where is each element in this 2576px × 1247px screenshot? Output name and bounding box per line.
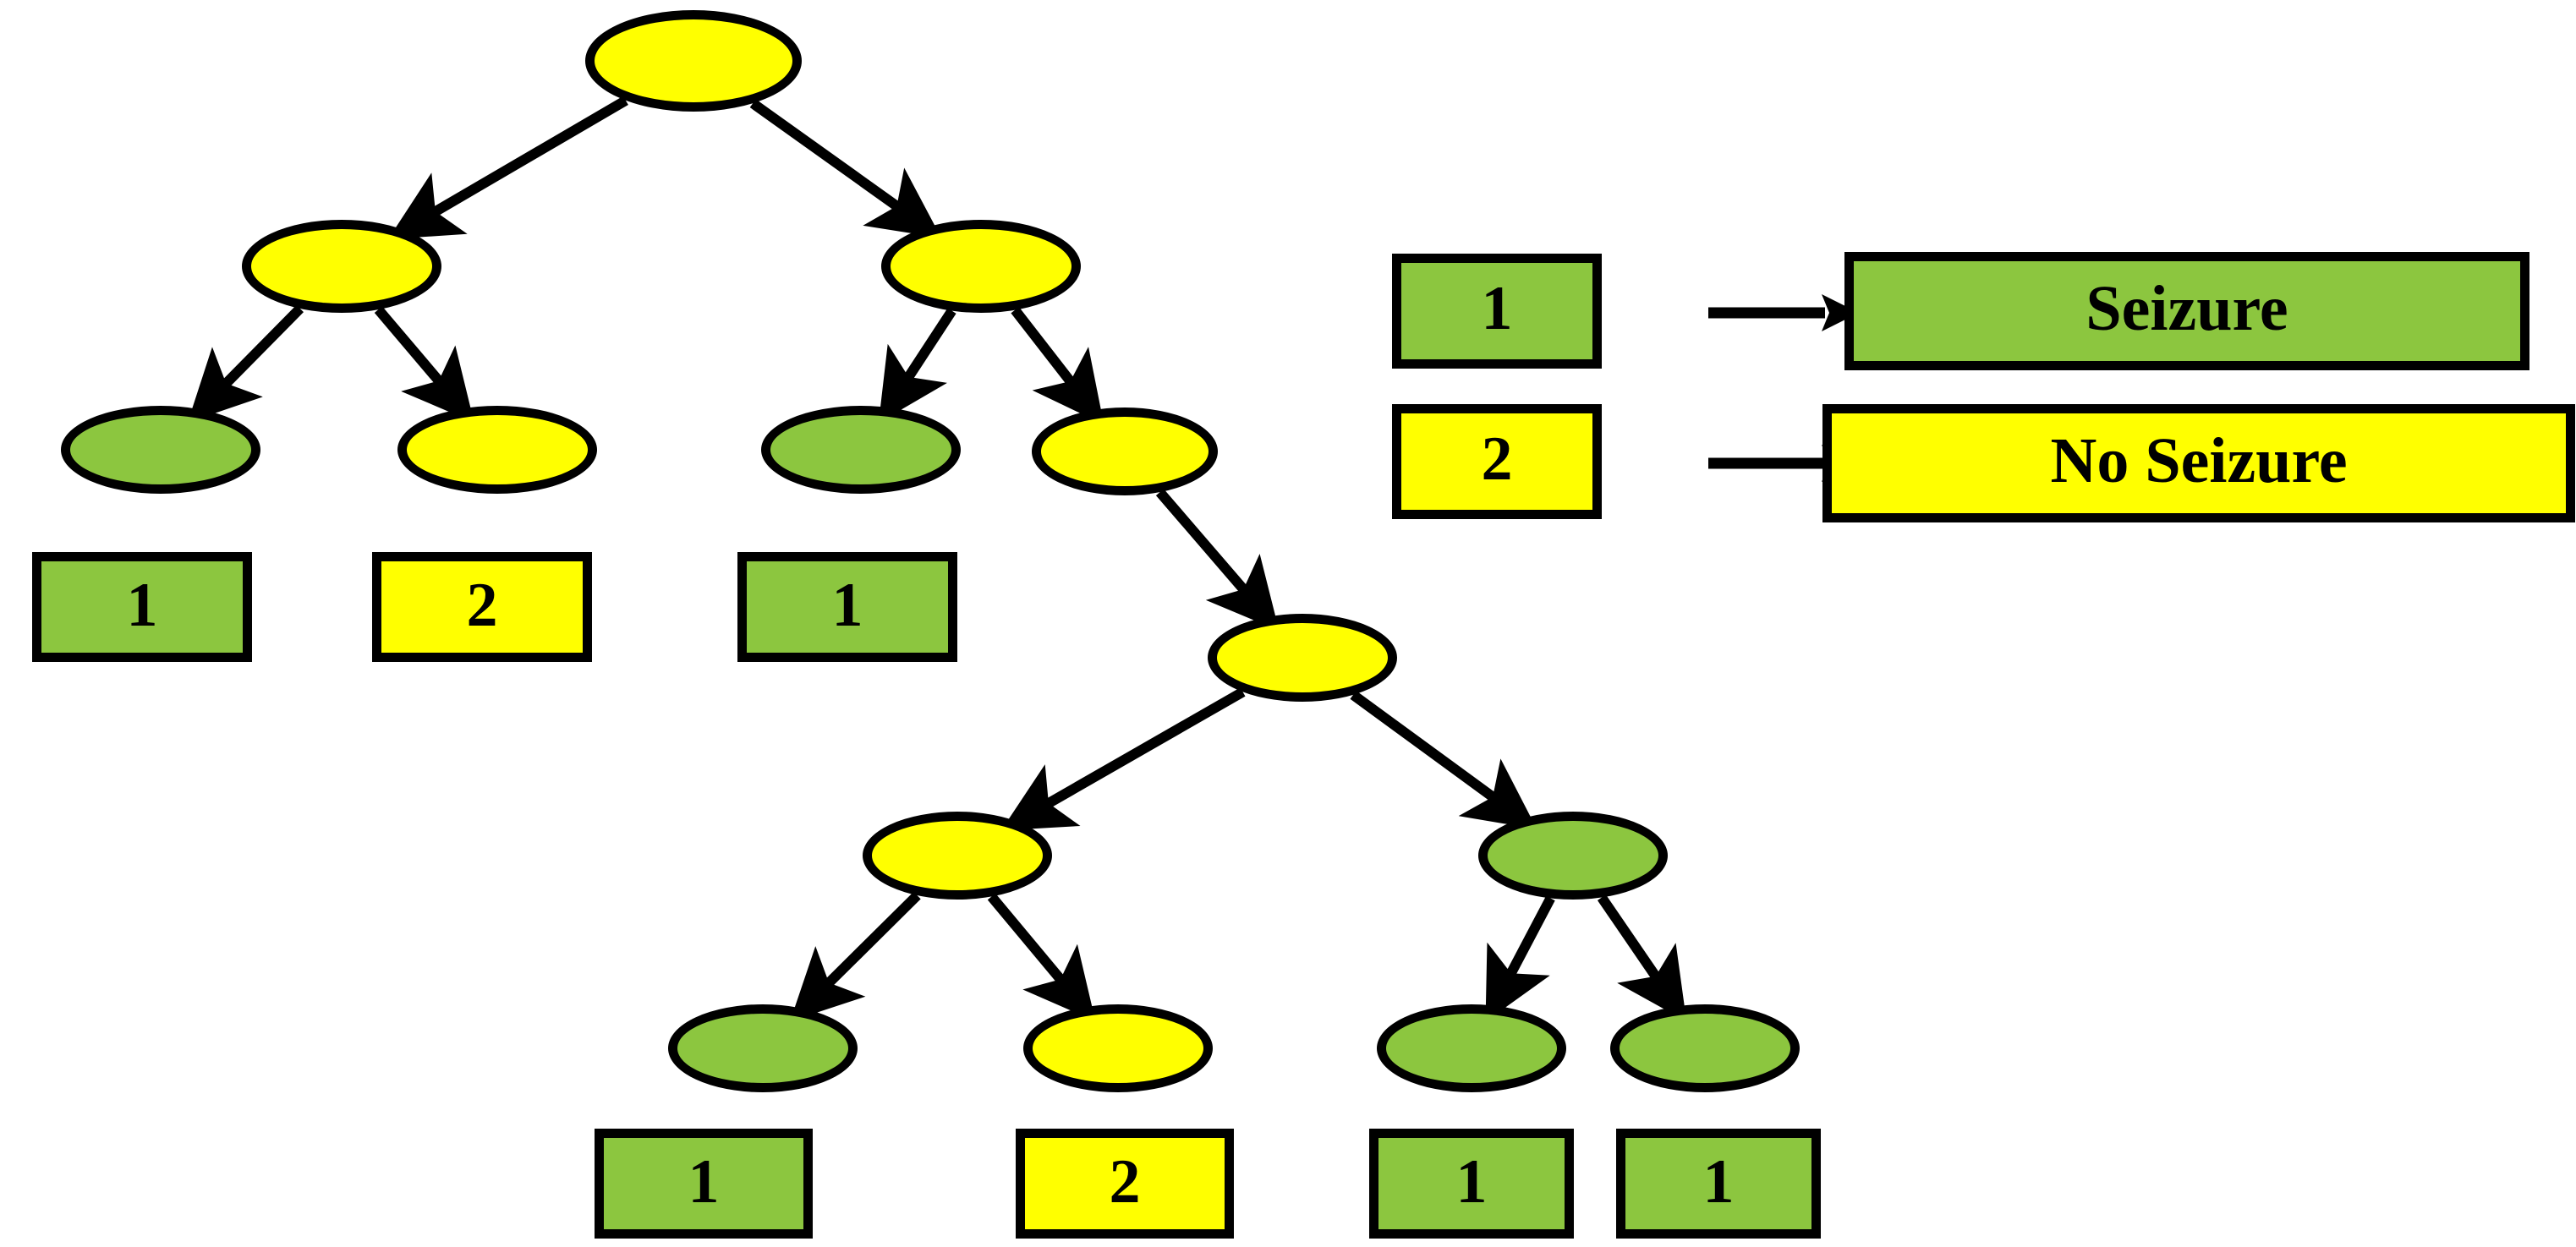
- leaf-class-box-b3: 1: [32, 552, 252, 662]
- tree-edge-n7-n8: [1000, 687, 1246, 831]
- legend-label-seizure: Seizure: [1844, 252, 2529, 370]
- tree-edge-n2-n5: [878, 308, 956, 424]
- tree-node-n7: [1208, 614, 1397, 702]
- tree-node-n12: [1377, 1004, 1566, 1092]
- legend-key-2-text: 2: [1481, 424, 1513, 494]
- tree-node-n1: [242, 220, 441, 313]
- tree-edge-n1-n4: [374, 306, 474, 423]
- tree-node-n9: [1478, 812, 1668, 900]
- tree-edge-n8-n10: [790, 891, 921, 1022]
- tree-node-n6: [1032, 407, 1218, 495]
- leaf-class-box-b12: 1: [1369, 1129, 1574, 1239]
- tree-edge-n7-n9: [1350, 691, 1537, 829]
- legend-label-no-seizure-text: No Seizure: [2050, 425, 2348, 496]
- leaf-class-box-b5: 1: [737, 552, 957, 662]
- tree-node-n0: [585, 10, 802, 112]
- tree-edge-n6-n7: [1155, 489, 1280, 632]
- tree-edge-n0-n1: [387, 96, 628, 239]
- leaf-class-value: 2: [466, 571, 498, 640]
- tree-node-n5: [761, 406, 961, 494]
- legend-key-2: 2: [1392, 404, 1602, 519]
- leaf-class-box-b10: 1: [595, 1129, 813, 1239]
- leaf-class-value: 1: [1702, 1147, 1735, 1217]
- tree-edge-n1-n3: [187, 304, 304, 423]
- tree-node-n2: [881, 220, 1081, 313]
- leaf-class-box-b11: 2: [1016, 1129, 1234, 1239]
- tree-node-n13: [1610, 1004, 1800, 1092]
- legend-arrow-1-icon: [1708, 294, 1859, 331]
- tree-edge-n2-n6: [1011, 307, 1104, 425]
- tree-node-n10: [668, 1004, 858, 1092]
- tree-edge-n8-n11: [987, 893, 1096, 1022]
- tree-node-n11: [1023, 1004, 1213, 1092]
- leaf-class-value: 2: [1109, 1147, 1141, 1217]
- legend-key-1-text: 1: [1481, 274, 1513, 343]
- legend-label-seizure-text: Seizure: [2085, 273, 2288, 344]
- leaf-class-value: 1: [688, 1147, 720, 1217]
- tree-edge-n9-n13: [1597, 894, 1687, 1022]
- leaf-class-box-b13: 1: [1616, 1129, 1821, 1239]
- tree-edge-n9-n12: [1485, 895, 1555, 1022]
- leaf-class-box-b4: 2: [372, 552, 592, 662]
- legend-key-1: 1: [1392, 254, 1602, 369]
- leaf-class-value: 1: [126, 571, 158, 640]
- tree-node-n3: [61, 406, 260, 494]
- tree-node-n4: [397, 406, 597, 494]
- legend-label-no-seizure: No Seizure: [1822, 404, 2575, 522]
- leaf-class-value: 1: [1455, 1147, 1488, 1217]
- tree-node-n8: [863, 812, 1052, 900]
- leaf-class-value: 1: [831, 571, 863, 640]
- tree-edge-n0-n2: [749, 99, 942, 238]
